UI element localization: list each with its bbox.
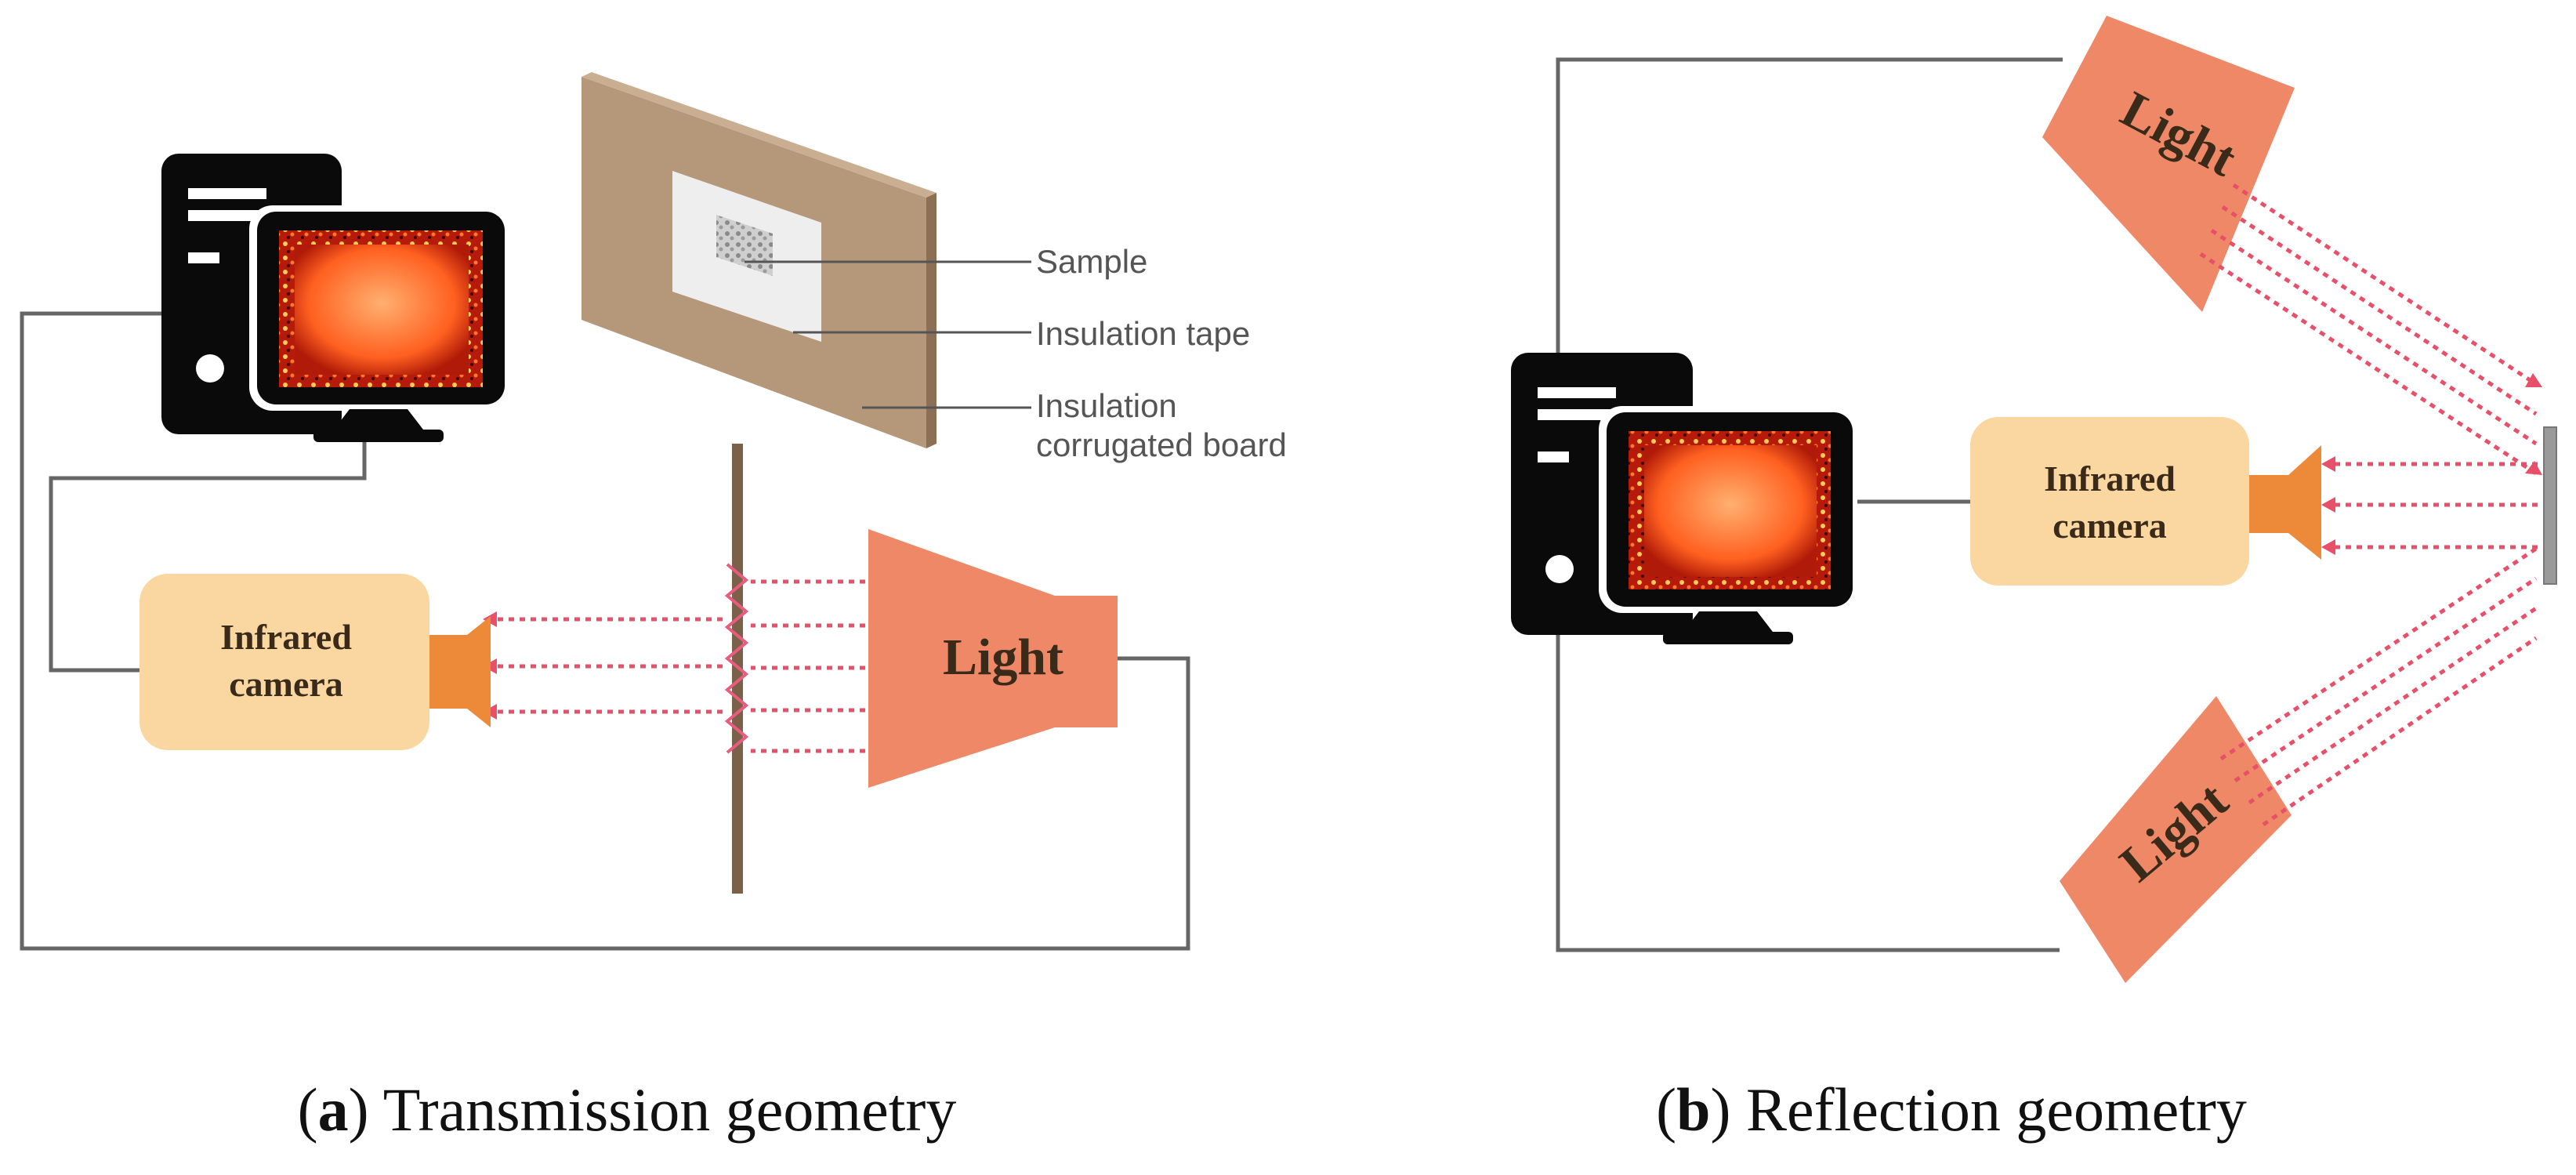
sample-bar xyxy=(2543,426,2557,585)
camera-label-line2: camera xyxy=(229,664,343,704)
beam xyxy=(2221,205,2538,416)
light-label: Light xyxy=(943,629,1063,686)
light-source: Light xyxy=(868,529,1118,788)
caption-a-text: Transmission geometry xyxy=(383,1075,957,1144)
beam xyxy=(2210,228,2538,446)
beams-light-to-sample xyxy=(751,579,865,753)
caption-a: (a) Transmission geometry xyxy=(298,1075,957,1144)
light-source-bottom: Light xyxy=(2060,696,2292,983)
label-board-line1: Insulation xyxy=(1036,387,1177,424)
beam xyxy=(2234,576,2538,783)
label-sample: Sample xyxy=(1036,243,1147,280)
wire-computer-to-light xyxy=(20,311,1190,951)
beam xyxy=(2219,546,2538,761)
caption-b: (b) Reflection geometry xyxy=(1656,1075,2247,1144)
infrared-camera: Infrared camera xyxy=(139,574,491,750)
panel-b-reflection: Infrared camera Light Light xyxy=(1511,16,2557,1144)
sample-transmission-zigzag xyxy=(724,563,749,754)
beam xyxy=(2199,252,2538,476)
insulation-corrugated-board xyxy=(582,72,937,448)
label-insulation-tape: Insulation tape xyxy=(1036,315,1250,352)
monitor xyxy=(1599,406,1857,644)
caption-b-letter: b xyxy=(1676,1075,1710,1144)
wire-monitor-to-camera xyxy=(49,427,367,673)
panel-a-transmission: Sample Insulation tape Insulation corrug… xyxy=(20,72,1287,1144)
beam xyxy=(2262,636,2538,827)
beam xyxy=(2232,183,2538,386)
camera-label-line1: Infrared xyxy=(220,617,352,657)
panel-a-wires xyxy=(20,311,1190,951)
infrared-camera: Infrared camera xyxy=(1970,417,2321,586)
beams-bottom-light-to-sample xyxy=(2219,546,2538,827)
caption-b-text: Reflection geometry xyxy=(1746,1075,2247,1144)
label-board-line2: corrugated board xyxy=(1036,426,1287,463)
monitor xyxy=(249,205,509,442)
beams-sample-to-camera xyxy=(494,617,723,714)
camera-label-line2: camera xyxy=(2052,506,2167,546)
beams-sample-to-camera xyxy=(2332,462,2538,549)
camera-label-line1: Infrared xyxy=(2044,459,2176,499)
caption-a-letter: a xyxy=(318,1075,349,1144)
beams-top-light-to-sample xyxy=(2199,183,2538,476)
light-source-top: Light xyxy=(2042,16,2295,312)
beam xyxy=(2248,606,2538,805)
panel-a-leader-lines xyxy=(745,260,1031,409)
panel-b-arrowheads xyxy=(2321,373,2542,555)
